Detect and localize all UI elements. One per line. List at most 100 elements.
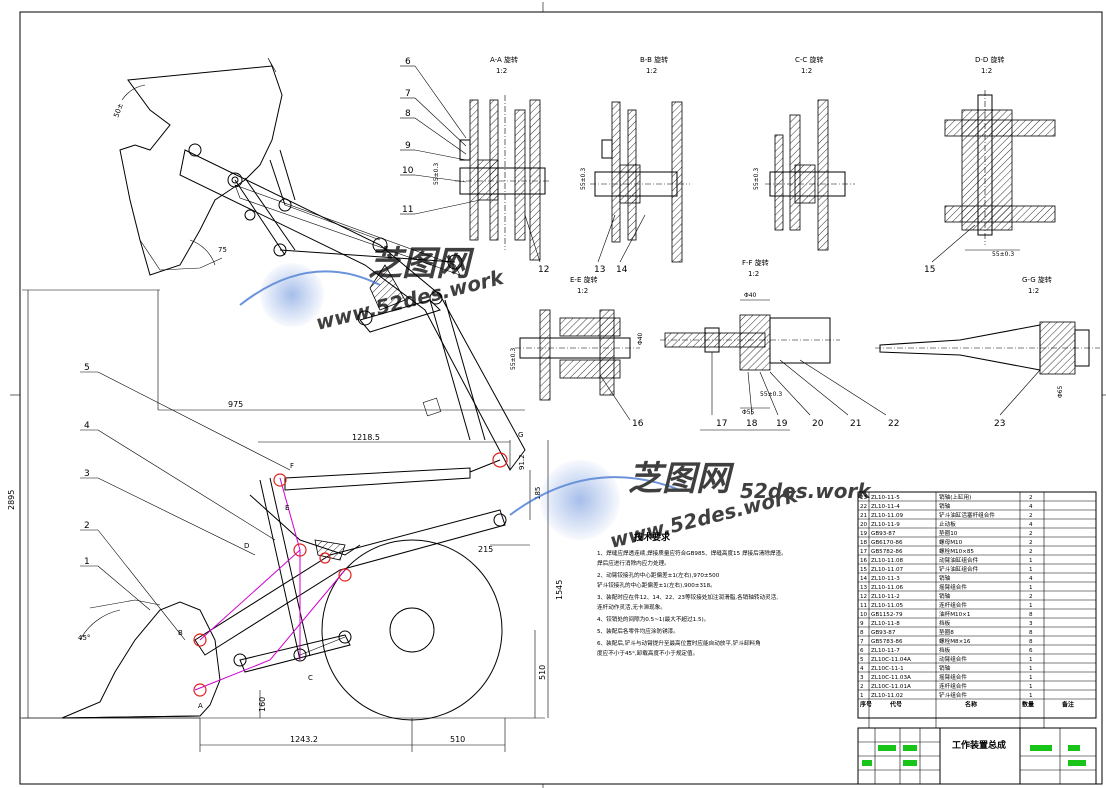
bom-no: 22 [860,504,867,510]
watermark-brand: 芝图网 [628,459,735,499]
bom-no: 2 [860,684,864,690]
point-g: G [518,431,523,439]
dim-55-f: 55±0.3 [760,391,782,398]
left-callout-leaders [80,371,291,641]
dim-1243: 1243.2 [290,735,318,744]
bom-no: 5 [860,657,864,663]
section-g-g-scale: 1:2 [1028,287,1039,295]
bom-no: 16 [860,558,868,564]
bom-name: 螺栓M10×85 [939,547,974,555]
callout-15: 15 [924,265,935,275]
point-d: D [244,542,249,550]
bom-name: 挡板 [939,646,951,654]
bom-qty: 4 [1029,504,1033,510]
title-block-filled-cell [1068,760,1086,766]
dim-160: 160 [258,697,267,712]
bom-qty: 8 [1029,630,1033,636]
dim-510v: 510 [538,665,547,680]
bom-no: 21 [860,513,868,519]
callout-23: 23 [994,419,1005,429]
callout-9: 9 [405,141,411,151]
bom-name: 摇臂组合件 [939,583,967,591]
bom-header-code: 代号 [889,701,902,709]
dim-65: Φ65 [1057,385,1064,398]
bom-name: 摇臂组合件 [939,673,967,681]
title-block-filled-cell [1068,745,1080,751]
callout-2: 2 [84,521,90,531]
bom-name: 螺母M10 [939,538,963,546]
bom-no: 3 [860,675,864,681]
tech-line-6: 连杆动作灵活,无卡滞现象。 [597,603,666,611]
bom-code: ZL10-11.02 [871,693,903,699]
callout-6: 6 [405,57,411,67]
point-c: C [308,674,313,682]
bom-header-row: 序号代号名称数量备注 [859,701,1074,709]
bom-name: 铲斗油缸组合件 [939,565,979,573]
dim-45: 45° [78,634,90,642]
callout-22: 22 [888,419,899,429]
bom-no: 9 [860,621,864,627]
bom-no: 8 [860,630,864,636]
bom-qty: 1 [1029,558,1033,564]
callout-19: 19 [776,419,788,429]
title-block-filled-cell [903,745,917,751]
bom-code: ZL10C-11.03A [871,675,911,681]
bom-no: 13 [860,585,868,591]
dimension-lines [20,84,549,752]
bom-name: 油杯M10×1 [939,610,971,618]
bom-code: ZL10C-11.04A [871,657,911,663]
bom-code: ZL10-11-3 [871,576,900,582]
bom-qty: 2 [1029,594,1033,600]
bom-name: 销轴 [939,574,951,582]
callout-21: 21 [850,419,861,429]
bom-qty: 8 [1029,612,1033,618]
section-f-f-scale: 1:2 [748,270,759,278]
globe-icon [540,460,620,540]
dim-975: 975 [228,400,243,409]
callout-1: 1 [84,557,90,567]
bom-name: 动臂组合件 [939,655,967,663]
dim-2895: 2895 [7,490,16,510]
tech-line-3: 2、动臂铰接孔的中心距偏差±1(左右),970±500 [597,571,720,579]
callout-8: 8 [405,109,411,119]
bom-code: ZL10-11.09 [871,513,904,519]
section-b-b-title: B-B 旋转 [640,55,668,64]
bom-name: 销轴 [939,502,951,510]
title-block-filled-cell [1030,745,1052,751]
dim-55-a: 55±0.3 [433,163,440,185]
section-d-d-title: D-D 旋转 [975,55,1005,64]
point-f: F [290,462,294,470]
section-d-d: D-D 旋转 1:2 55±0.3 [944,55,1056,258]
section-c-c-scale: 1:2 [801,67,812,75]
bom-name: 垫圈8 [939,628,954,636]
dim-55-e: 55±0.3 [510,348,517,370]
section-a-a-title: A-A 旋转 [490,55,518,64]
dim-1545: 1545 [555,580,564,600]
bom-qty: 1 [1029,603,1033,609]
callout-13: 13 [594,265,605,275]
tech-line-8: 5、装配后各零件均应涂防锈漆。 [597,627,679,635]
section-f-f-title: F-F 旋转 [742,258,769,267]
callout-5: 5 [84,363,90,373]
bom-code: ZL10-11-8 [871,621,900,627]
tech-line-1: 1、焊缝应焊透连续,焊接质量应符合GB985、焊缝高度15 焊接后清除焊渣。 [597,549,787,557]
callout-11: 11 [402,205,413,215]
section-a-a-scale: 1:2 [496,67,507,75]
dim-510h: 510 [450,735,465,744]
section-g-g-title: G-G 旋转 [1022,275,1052,284]
mid-callout-leaders [599,352,1041,431]
dim-55-c: 55±0.3 [753,168,760,190]
bom-no: 23 [860,495,868,501]
bom-name: 铲斗组合件 [939,691,967,699]
section-e-e: E-E 旋转 1:2 55±0.3 Φ40 [510,275,644,401]
